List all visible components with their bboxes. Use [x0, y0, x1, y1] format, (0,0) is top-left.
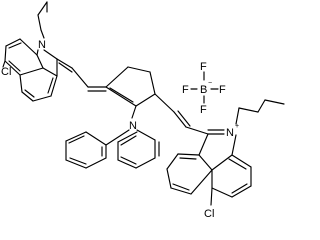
- cl-right-label: Cl: [204, 208, 214, 220]
- fluorine-top-label: F: [200, 61, 207, 73]
- boron-charge-label: −: [208, 80, 212, 87]
- fluorine-bottom-label: F: [200, 104, 207, 116]
- fluorine-right-label: F: [219, 84, 226, 96]
- n-left-label: N: [38, 39, 46, 51]
- right-benzindolium-bonds: [166, 99, 285, 206]
- n-right-label: N: [226, 127, 234, 139]
- tetrafluoroborate-bonds: [190, 71, 219, 104]
- left-benzindole-bonds: [2, 1, 73, 102]
- structure-canvas: N Cl N N + Cl B − F F F F: [1, 1, 285, 220]
- diphenylamine-bonds: [65, 129, 160, 169]
- chemical-structure-diagram: N Cl N N + Cl B − F F F F: [1, 1, 285, 220]
- cl-left-label: Cl: [1, 66, 11, 78]
- n-right-charge-label: +: [235, 123, 239, 130]
- polymethine-bridge-bonds: [71, 66, 191, 128]
- n-amine-label: N: [129, 120, 137, 132]
- boron-label: B: [200, 84, 207, 96]
- fluorine-left-label: F: [182, 84, 189, 96]
